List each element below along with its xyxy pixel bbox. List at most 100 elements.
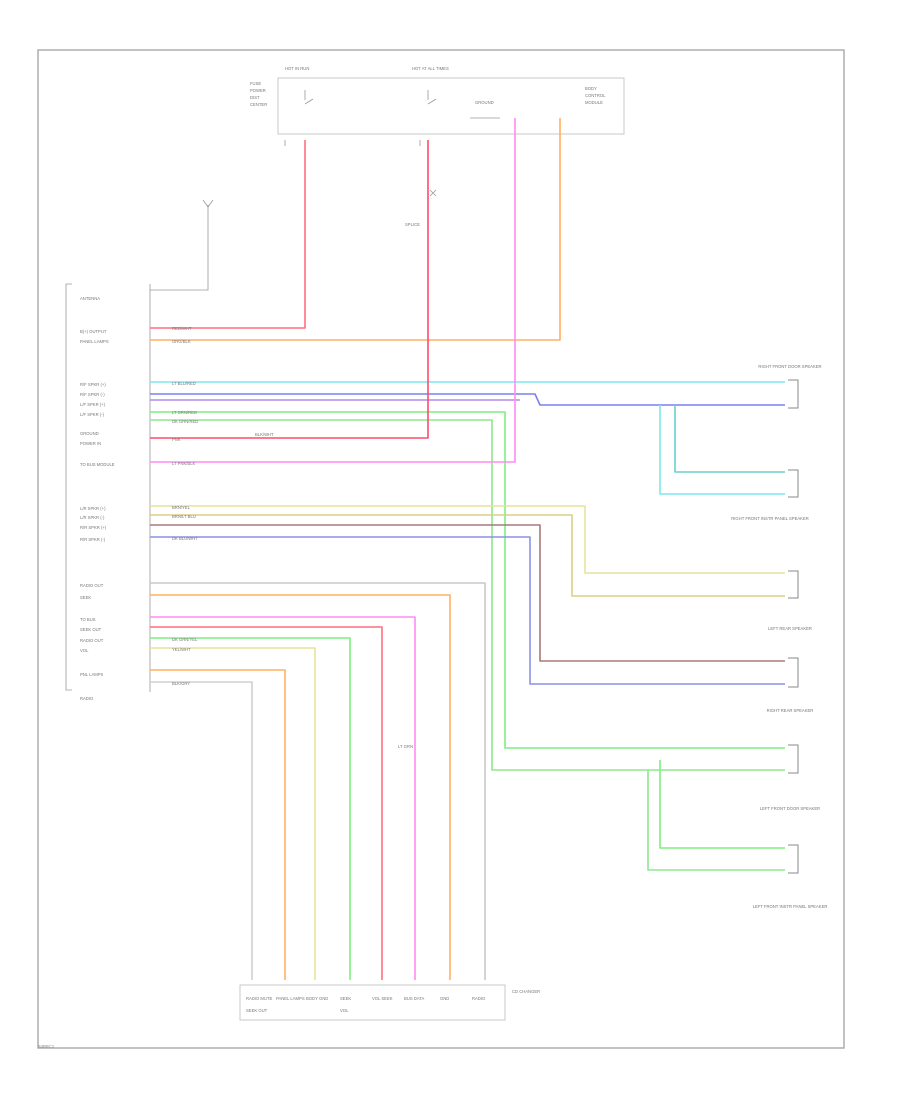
pin-label-power-in: POWER IN: [80, 441, 101, 446]
pin-label-lr-spkr-neg: L/R SPKR (-): [80, 515, 105, 520]
pin-label-pnl-lamps: PNL LAMPS: [80, 672, 104, 677]
label-control: CONTROL: [585, 93, 606, 98]
wire-label-dk-blu-wht: DK BLU/WHT: [172, 536, 198, 541]
bottom-label-vol-seek: VOL SEEK: [372, 996, 393, 1001]
label-ground: GROUND: [475, 100, 494, 105]
label-dist: DIST: [250, 95, 260, 100]
wire-orange-2: [150, 594, 451, 980]
cd-changer-connector: [239, 984, 506, 1021]
diagram-code: 94B8C1: [38, 1044, 55, 1049]
wire-label-pink: PNK: [172, 437, 181, 442]
bottom-label-vol: VOL: [340, 1008, 349, 1013]
pin-label-vol: VOL: [80, 648, 89, 653]
wire-label-orange-black: ORG/BLK: [172, 339, 191, 344]
wire-label-red-white: RED/WHT: [172, 326, 192, 331]
wire-orange-3: [150, 669, 286, 980]
speaker-label-rf-panel: RIGHT FRONT INSTR PANEL SPEAKER: [731, 516, 809, 521]
speaker-label-left-rear: LEFT REAR SPEAKER: [768, 626, 812, 631]
antenna-symbol: [150, 199, 214, 291]
speaker-label-rf-door: RIGHT FRONT DOOR SPEAKER: [758, 364, 821, 369]
labels-speakers: RIGHT FRONT DOOR SPEAKER RIGHT FRONT INS…: [731, 364, 827, 909]
wire-green-3: [150, 637, 351, 980]
wire-brown-yellow: [150, 505, 785, 574]
labels-wires: RED/WHT ORG/BLK LT BLU/RED LT GRN/RED DK…: [172, 326, 413, 749]
pin-label-to-bus-module: TO BUS MODULE: [80, 462, 115, 467]
labels-radio-pins: ANTENNA B(+) OUTPUT PANEL LAMPS R/F SPKR…: [80, 296, 115, 701]
wire-label-dk-green-red: DK GRN/RED: [172, 419, 198, 424]
pin-label-rf-spkr-pos: R/F SPKR (+): [80, 382, 106, 387]
pin-label-seek: SEEK: [80, 595, 91, 600]
wire-label-dk-grn-yel: DK GRN/YEL: [172, 637, 198, 642]
wire-yellow-2: [150, 647, 316, 980]
wire-label-lt-pnk-blk: LT PNK/BLK: [172, 461, 196, 466]
bottom-label-seek: SEEK: [340, 996, 351, 1001]
label-module: MODULE: [585, 100, 603, 105]
pin-label-radio-out: RADIO OUT: [80, 583, 104, 588]
pin-label-panel-lamps: PANEL LAMPS: [80, 339, 109, 344]
wire-brown: [150, 524, 785, 662]
pin-label-radio-out-2: RADIO OUT: [80, 638, 104, 643]
pin-label-ground: GROUND: [80, 431, 99, 436]
labels-top: HOT IN RUN HOT AT ALL TIMES FUSE POWER D…: [250, 66, 606, 227]
labels-bottom: RADIO MUTE PANEL LAMPS BODY GND SEEK VOL…: [246, 989, 540, 1013]
wire-label-lt-green: LT GRN: [398, 744, 413, 749]
label-center: CENTER: [250, 102, 267, 107]
wire-label-lt-green-red: LT GRN/RED: [172, 410, 197, 415]
pin-label-rf-spkr-neg: R/F SPKR (-): [80, 392, 105, 397]
fuse-switch-symbols: [284, 90, 500, 197]
pin-label-lf-spkr-neg: L/F SPKR (-): [80, 412, 105, 417]
wire-magenta: [150, 118, 516, 463]
wire-label-brn-lt-blu: BRN/LT BLU: [172, 514, 196, 519]
wire-teal-branch: [674, 405, 785, 473]
bottom-label-panel-lamps: PANEL LAMPS: [276, 996, 305, 1001]
speaker-label-right-rear: RIGHT REAR SPEAKER: [767, 708, 814, 713]
speaker-label-lf-door: LEFT FRONT DOOR SPEAKER: [760, 806, 820, 811]
pin-label-lr-spkr-pos: L/R SPKR (+): [80, 506, 106, 511]
wire-dark-blue: [150, 393, 785, 406]
wire-orange-black: [150, 118, 561, 341]
wire-label-blk-wht: BLK/WHT: [255, 432, 274, 437]
wire-label-brn-yel: BRN/YEL: [172, 505, 191, 510]
wire-lt-green-2: [150, 419, 785, 771]
wire-red-white: [150, 140, 306, 329]
diagram-frame: [37, 49, 845, 1049]
bottom-label-radio-mute: RADIO MUTE: [246, 996, 272, 1001]
wire-gray-1: [150, 582, 486, 980]
wire-magenta-2: [150, 616, 416, 980]
pin-label-rr-spkr-neg: R/R SPKR (-): [80, 537, 106, 542]
bottom-label-cd-changer: CD CHANGER: [512, 989, 540, 994]
wire-gray-2: [150, 681, 253, 980]
wire-green-branch-1: [647, 770, 785, 871]
label-fuse: FUSE: [250, 81, 261, 86]
wire-lt-green-1: [150, 411, 785, 749]
label-hot-in-run: HOT IN RUN: [285, 66, 309, 71]
radio-bracket: [65, 283, 151, 692]
power-distribution-box: [277, 77, 625, 135]
wire-cyan-branch: [659, 405, 785, 495]
label-hot-at-all-times: HOT AT ALL TIMES: [412, 66, 449, 71]
wire-pink-red: [150, 140, 429, 439]
wire-label-lt-blue-red: LT BLU/RED: [172, 381, 196, 386]
wire-dark-blue-white: [150, 536, 785, 685]
wire-tan: [150, 514, 785, 597]
pin-label-seek-out: SEEK OUT: [80, 627, 102, 632]
pin-label-to-bus: TO BUS: [80, 617, 96, 622]
pin-label-lf-spkr-pos: L/F SPKR (+): [80, 402, 106, 407]
bottom-label-body-gnd: BODY GND: [306, 996, 328, 1001]
radio-component-label: RADIO: [80, 696, 94, 701]
wire-red-2: [150, 626, 383, 980]
wire-green-branch-2: [659, 760, 785, 849]
label-power: POWER: [250, 88, 266, 93]
wire-label-yel-wht: YEL/WHT: [172, 647, 191, 652]
bottom-label-bus-data: BUS DATA: [404, 996, 425, 1001]
label-splice: SPLICE: [405, 222, 420, 227]
bottom-label-gnd: GND: [440, 996, 449, 1001]
speaker-symbols: [788, 379, 799, 874]
pin-label-antenna: ANTENNA: [80, 296, 100, 301]
bottom-label-radio: RADIO: [472, 996, 486, 1001]
speaker-label-lf-panel: LEFT FRONT INSTR PANEL SPEAKER: [753, 904, 828, 909]
label-body: BODY: [585, 86, 597, 91]
pin-label-rr-spkr-pos: R/R SPKR (+): [80, 525, 107, 530]
